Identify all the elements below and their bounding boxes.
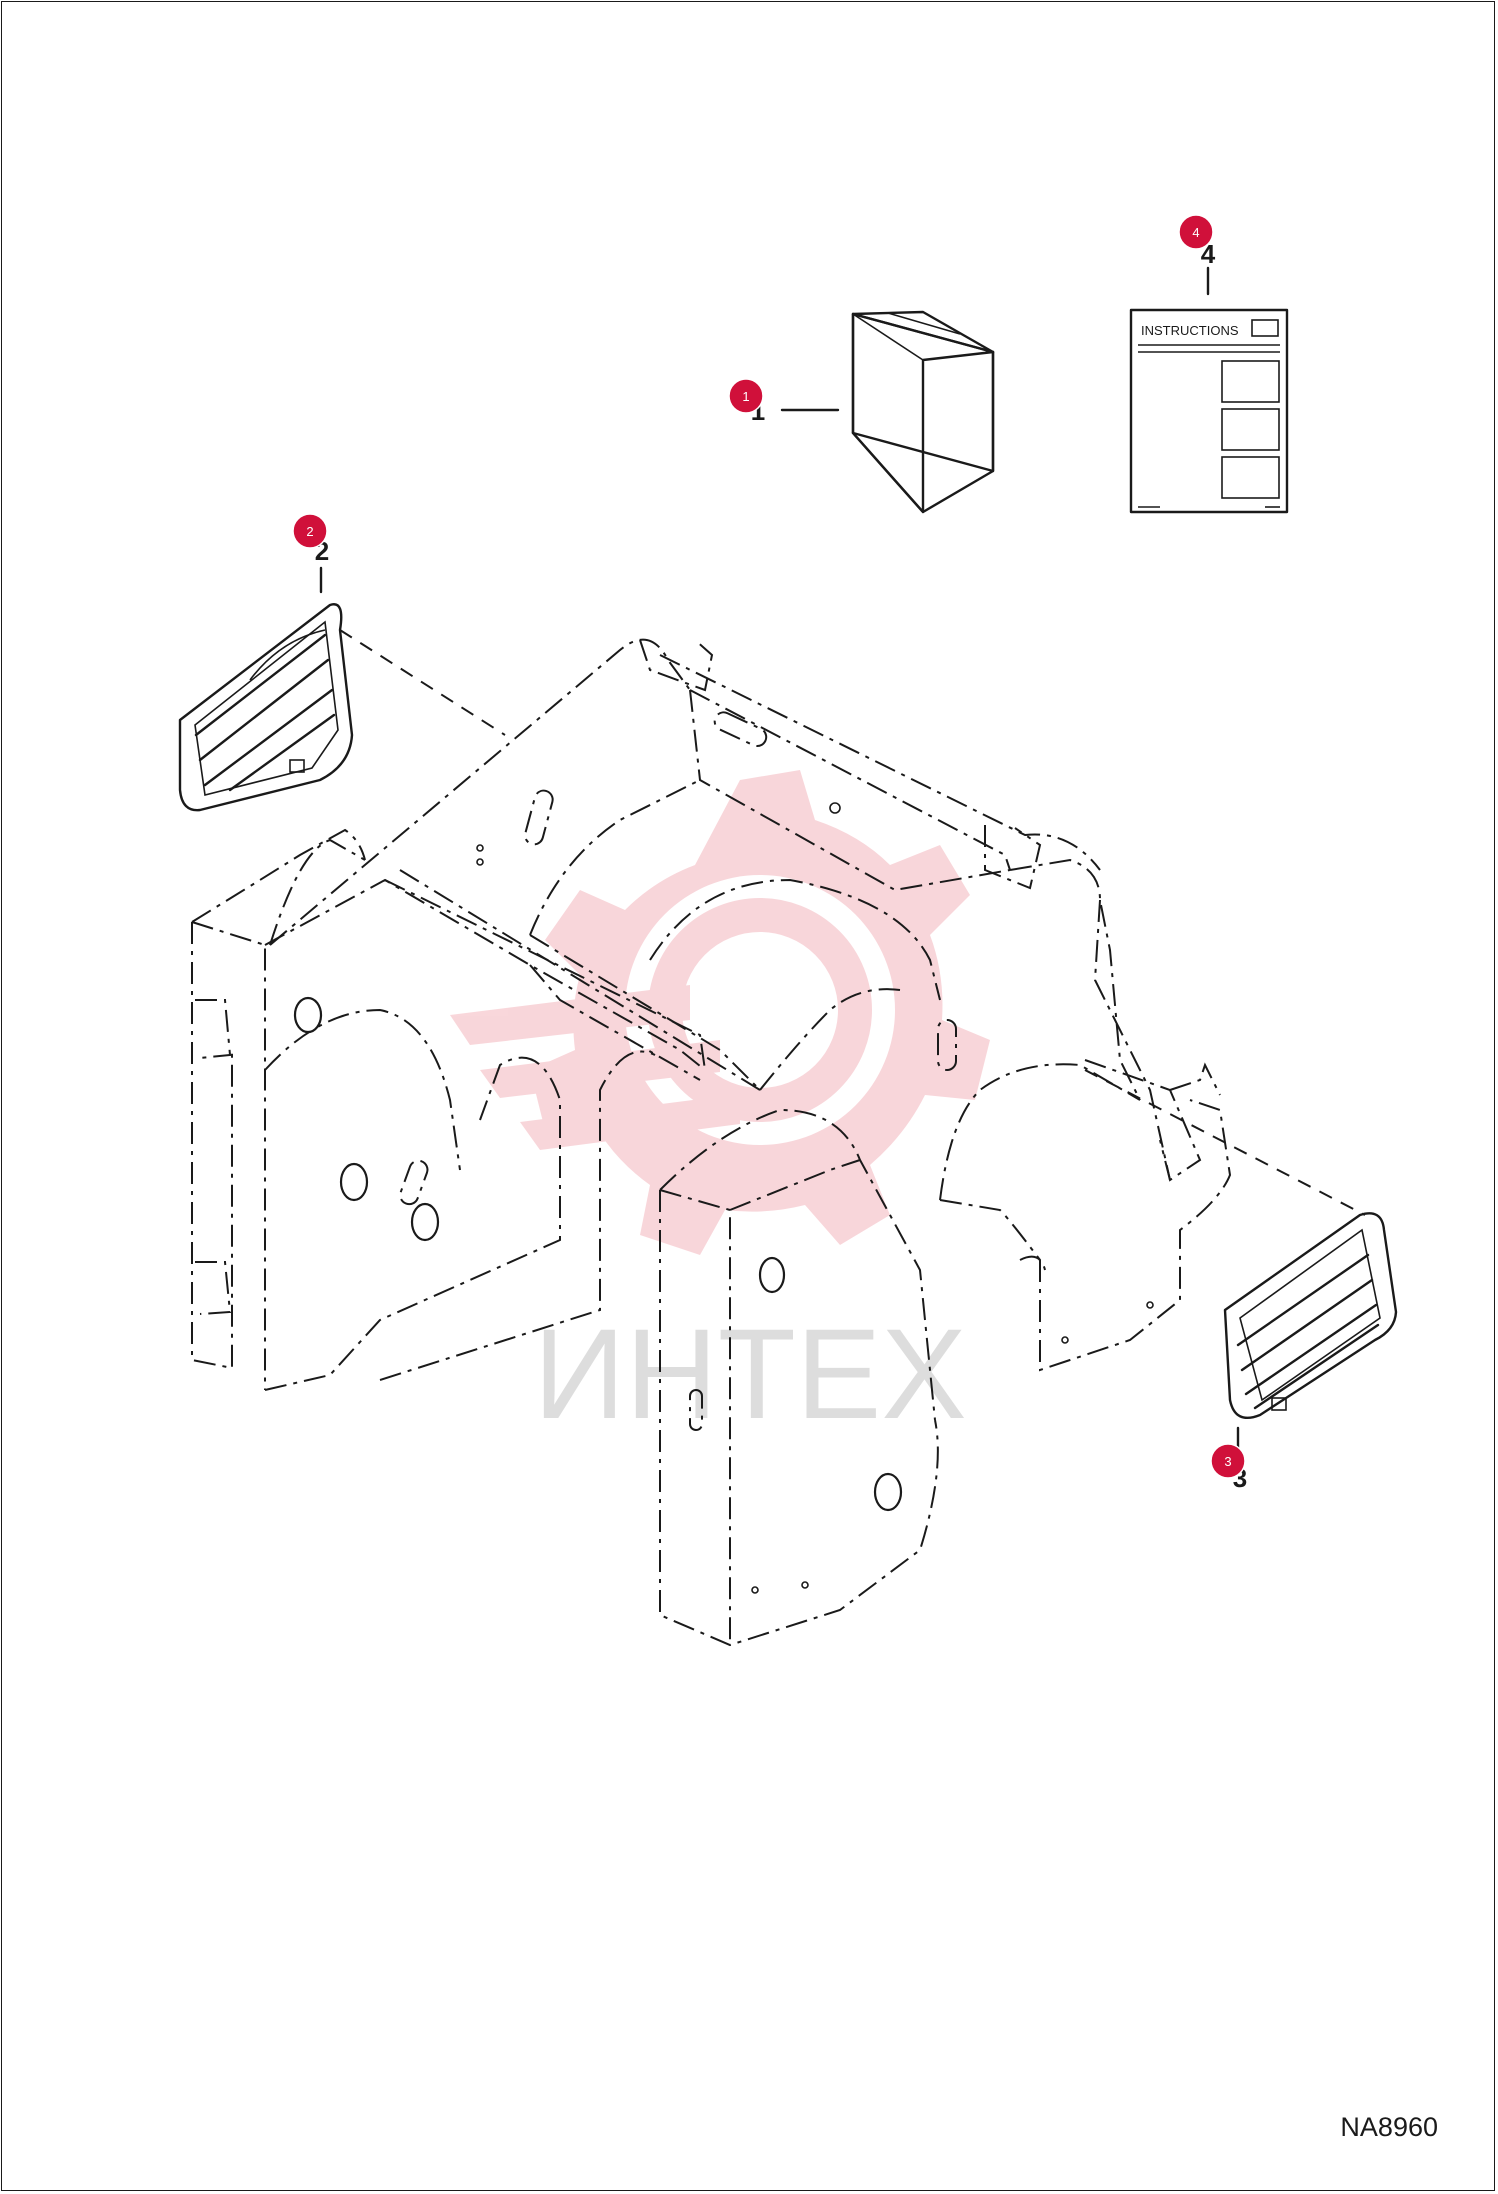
frame-hole: [873, 1472, 903, 1512]
watermark-gear-logo: [450, 770, 990, 1255]
marker-3-label: 3: [1224, 1454, 1231, 1469]
marker-1[interactable]: 1: [728, 378, 764, 414]
part-4-instructions-sheet[interactable]: INSTRUCTIONS: [1129, 266, 1289, 514]
frame-hole: [293, 996, 323, 1034]
marker-2-label: 2: [306, 524, 313, 539]
marker-3[interactable]: 3: [1210, 1443, 1246, 1479]
marker-4[interactable]: 4: [1178, 214, 1214, 250]
loader-main-frame: [191, 638, 1232, 1647]
instructions-label: INSTRUCTIONS: [1141, 323, 1239, 338]
part-3-right-grille[interactable]: [1223, 1212, 1398, 1452]
watermark-text: ИНТЕХ: [533, 1303, 966, 1446]
marker-1-label: 1: [742, 389, 749, 404]
frame-hole: [339, 1162, 369, 1202]
frame-hole: [758, 1256, 786, 1294]
frame-hole: [410, 1202, 440, 1242]
part-1-box[interactable]: [780, 310, 995, 514]
marker-4-label: 4: [1192, 225, 1199, 240]
drawing-code: NA8960: [1340, 2112, 1438, 2142]
part-2-left-grille[interactable]: [178, 566, 354, 812]
marker-2[interactable]: 2: [292, 513, 328, 549]
